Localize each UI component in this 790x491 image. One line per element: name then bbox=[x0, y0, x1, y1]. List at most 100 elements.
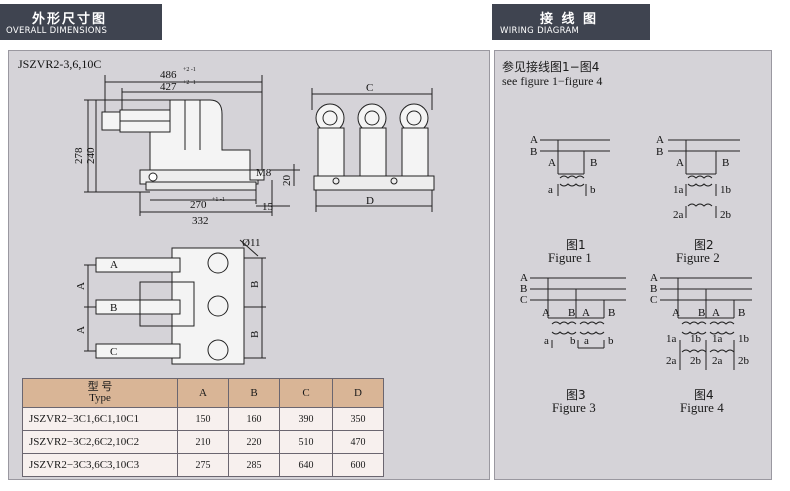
fig2-label-2b: 2b bbox=[720, 209, 732, 221]
fig4-label-1a-mid: 1a bbox=[712, 333, 723, 345]
table-row: JSZVR2−3C3,6C3,10C3 275 285 640 600 bbox=[22, 453, 384, 477]
overall-dimensions-header: 外形尺寸图 OVERALL DIMENSIONS bbox=[0, 4, 162, 40]
fig2-label-2a: 2a bbox=[673, 209, 684, 221]
terminal-label-c: C bbox=[110, 346, 117, 358]
figure-3-caption-en: Figure 3 bbox=[552, 400, 596, 415]
spec-table: 型 号 Type A B C D JSZVR2−3C1,6C1,10C1 150… bbox=[22, 378, 384, 477]
figure-1-caption-en: Figure 1 bbox=[548, 250, 592, 265]
wiring-intro-en: see figure 1−figure 4 bbox=[502, 74, 603, 88]
fig4-label-2b-right: 2b bbox=[738, 355, 750, 367]
dim-b-upper: B bbox=[249, 281, 261, 288]
dim-332: 332 bbox=[192, 215, 209, 227]
spec-table-header-row: 型 号 Type A B C D bbox=[22, 378, 384, 408]
fig2-label-1a: 1a bbox=[673, 184, 684, 196]
fig4-label-1b-mid: 1b bbox=[690, 333, 702, 345]
fig2-primary-b: B bbox=[722, 157, 729, 169]
dim-486: 486 bbox=[160, 69, 177, 81]
figure-2-diagram bbox=[668, 139, 740, 218]
terminal-label-a: A bbox=[110, 259, 118, 271]
fig3-primary-a1: A bbox=[542, 307, 550, 319]
front-view bbox=[311, 88, 435, 212]
fig3-label-b: B bbox=[520, 283, 527, 295]
dim-486-tol: +2 -1 bbox=[183, 67, 196, 73]
dim-15: 15 bbox=[262, 201, 274, 213]
wiring-diagram-header: 接 线 图 WIRING DIAGRAM bbox=[492, 4, 650, 40]
fig1-secondary-b: b bbox=[590, 184, 596, 196]
fig3-label-c: C bbox=[520, 294, 527, 306]
dim-270-tol: +1 -1 bbox=[212, 197, 225, 203]
fig4-label-2a-left: 2a bbox=[666, 355, 677, 367]
dim-427: 427 bbox=[160, 81, 177, 93]
fig1-label-b: B bbox=[530, 146, 537, 158]
fig3-secondary-a2: a bbox=[584, 335, 589, 347]
fig2-label-1b: 1b bbox=[720, 184, 732, 196]
wiring-diagram-title-en: WIRING DIAGRAM bbox=[500, 26, 580, 36]
figure-3-diagram bbox=[530, 277, 626, 349]
wiring-intro-zh: 参见接线图1−图4 bbox=[502, 60, 600, 74]
row-value-c: 390 bbox=[279, 407, 333, 431]
dim-20: 20 bbox=[281, 175, 293, 187]
fig1-label-a: A bbox=[530, 134, 538, 146]
figure-2-caption-en: Figure 2 bbox=[676, 250, 720, 265]
dim-c: C bbox=[366, 82, 373, 94]
figure-1-diagram bbox=[540, 139, 610, 196]
header-type-zh: 型 号 bbox=[87, 381, 113, 393]
row-value-d: 600 bbox=[332, 453, 384, 477]
row-value-d: 470 bbox=[332, 430, 384, 454]
figure-4-diagram bbox=[660, 277, 752, 370]
fig4-label-a: A bbox=[650, 272, 658, 284]
header-col-c: C bbox=[279, 378, 333, 408]
header-col-b: B bbox=[228, 378, 280, 408]
fig2-primary-a: A bbox=[676, 157, 684, 169]
overall-dimensions-title-en: OVERALL DIMENSIONS bbox=[6, 26, 108, 36]
fig1-primary-a: A bbox=[548, 157, 556, 169]
row-value-b: 285 bbox=[228, 453, 280, 477]
row-value-d: 350 bbox=[332, 407, 384, 431]
fig3-secondary-b2: b bbox=[608, 335, 614, 347]
header-type-en: Type bbox=[89, 392, 111, 404]
fig3-primary-b1: B bbox=[568, 307, 575, 319]
top-view bbox=[84, 239, 266, 365]
fig4-primary-b1: B bbox=[698, 307, 705, 319]
side-view bbox=[84, 75, 300, 216]
fig4-label-1b-right: 1b bbox=[738, 333, 750, 345]
dim-b-lower: B bbox=[249, 331, 261, 338]
figure-3-caption-zh: 图3 bbox=[566, 388, 586, 402]
dim-d: D bbox=[366, 195, 374, 207]
dim-m8: M8 bbox=[256, 167, 272, 179]
fig4-primary-a1: A bbox=[672, 307, 680, 319]
fig3-secondary-b: b bbox=[570, 335, 576, 347]
model-label: JSZVR2-3,6,10C bbox=[18, 57, 101, 71]
dim-hole: Ø11 bbox=[242, 237, 261, 249]
header-type: 型 号 Type bbox=[22, 378, 178, 408]
row-value-b: 160 bbox=[228, 407, 280, 431]
fig1-primary-b: B bbox=[590, 157, 597, 169]
wiring-panel bbox=[494, 50, 772, 480]
fig3-secondary-a: a bbox=[544, 335, 549, 347]
fig3-primary-b2: B bbox=[608, 307, 615, 319]
fig2-label-a: A bbox=[656, 134, 664, 146]
wiring-diagram-title-zh: 接 线 图 bbox=[540, 12, 599, 27]
header-col-d: D bbox=[332, 378, 384, 408]
figure-1-caption-zh: 图1 bbox=[566, 238, 586, 252]
fig4-primary-a2: A bbox=[712, 307, 720, 319]
fig4-label-b: B bbox=[650, 283, 657, 295]
fig4-label-c: C bbox=[650, 294, 657, 306]
fig3-label-a: A bbox=[520, 272, 528, 284]
dim-278: 278 bbox=[73, 147, 85, 164]
dim-270: 270 bbox=[190, 199, 207, 211]
fig4-primary-b2: B bbox=[738, 307, 745, 319]
figure-4-caption-en: Figure 4 bbox=[680, 400, 724, 415]
dim-a-upper: A bbox=[75, 282, 87, 290]
overall-dimensions-title-zh: 外形尺寸图 bbox=[32, 12, 108, 27]
figure-4-caption-zh: 图4 bbox=[694, 388, 714, 402]
dim-a-lower: A bbox=[75, 326, 87, 334]
fig2-label-b: B bbox=[656, 146, 663, 158]
dim-240: 240 bbox=[85, 147, 97, 164]
fig4-label-1a-left: 1a bbox=[666, 333, 677, 345]
terminal-label-b: B bbox=[110, 302, 117, 314]
figure-2-caption-zh: 图2 bbox=[694, 238, 714, 252]
row-value-a: 275 bbox=[177, 453, 229, 477]
